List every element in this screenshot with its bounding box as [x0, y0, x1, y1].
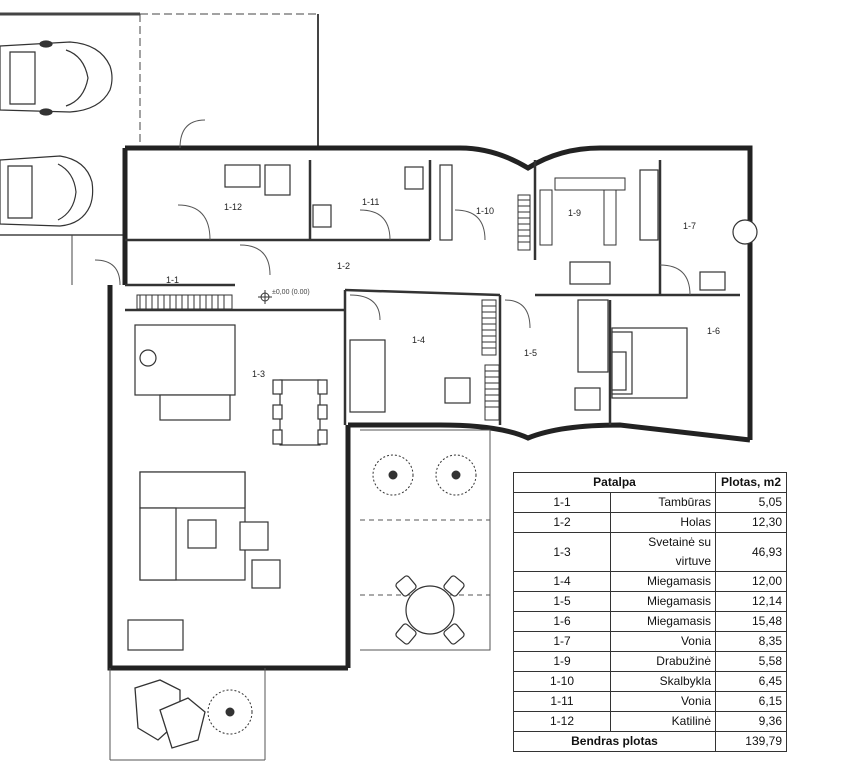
room-label-1-4: 1-4 [412, 335, 425, 345]
total-area: 139,79 [715, 731, 787, 752]
room-code: 1-3 [513, 532, 611, 572]
room-name: Skalbykla [610, 671, 716, 692]
room-label-1-5: 1-5 [524, 348, 537, 358]
room-label-1-2: 1-2 [337, 261, 350, 271]
table-header-row: Patalpa Plotas, m2 [513, 472, 787, 493]
room-code: 1-11 [513, 691, 611, 712]
carport [0, 12, 319, 285]
room-name: Vonia [610, 691, 716, 712]
room-code: 1-1 [513, 492, 611, 513]
room-name: Miegamasis [610, 611, 716, 632]
room-label-1-6: 1-6 [707, 326, 720, 336]
room-area: 12,30 [715, 512, 787, 533]
room-code: 1-9 [513, 651, 611, 672]
room-area: 5,05 [715, 492, 787, 513]
level-mark: ±0,00 (0.00) [272, 289, 310, 296]
room-area: 6,15 [715, 691, 787, 712]
room-code: 1-12 [513, 711, 611, 732]
car-icon [0, 155, 94, 227]
room-area: 9,36 [715, 711, 787, 732]
header-area: Plotas, m2 [715, 472, 787, 493]
room-label-1-12: 1-12 [224, 202, 242, 212]
room-name: Drabužinė [610, 651, 716, 672]
room-label-1-7: 1-7 [683, 221, 696, 231]
room-label-1-10: 1-10 [476, 206, 494, 216]
room-area: 12,00 [715, 571, 787, 592]
room-area: 46,93 [715, 532, 787, 572]
room-label-1-11: 1-11 [362, 197, 379, 207]
plant-icon [207, 454, 477, 735]
furniture [127, 164, 758, 651]
room-name: Katilinė [610, 711, 716, 732]
room-name: Miegamasis [610, 571, 716, 592]
room-name: Vonia [610, 631, 716, 652]
room-label-1-3: 1-3 [252, 369, 265, 379]
interior-walls [125, 160, 740, 425]
room-code: 1-4 [513, 571, 611, 592]
room-label-1-9: 1-9 [568, 208, 581, 218]
terrace [109, 429, 491, 761]
room-code: 1-7 [513, 631, 611, 652]
room-name: Holas [610, 512, 716, 533]
room-area: 5,58 [715, 651, 787, 672]
header-room: Patalpa [513, 472, 716, 493]
room-code: 1-5 [513, 591, 611, 612]
room-label-1-1: 1-1 [166, 275, 179, 285]
room-area: 12,14 [715, 591, 787, 612]
car-icon [0, 40, 113, 116]
room-name: Miegamasis [610, 591, 716, 612]
room-area: 8,35 [715, 631, 787, 652]
total-row: Bendras plotas 139,79 [513, 731, 787, 752]
level-marker-icon [258, 290, 272, 304]
room-name: Svetainė su virtuve [610, 532, 716, 572]
rock-icon [134, 679, 206, 749]
room-code: 1-2 [513, 512, 611, 533]
room-name: Tambūras [610, 492, 716, 513]
dining-set [395, 575, 465, 645]
room-code: 1-6 [513, 611, 611, 632]
room-code: 1-10 [513, 671, 611, 692]
total-label: Bendras plotas [513, 731, 716, 752]
room-area: 6,45 [715, 671, 787, 692]
room-area: 15,48 [715, 611, 787, 632]
wardrobe-hatching [136, 177, 626, 421]
door-swings [94, 119, 691, 329]
